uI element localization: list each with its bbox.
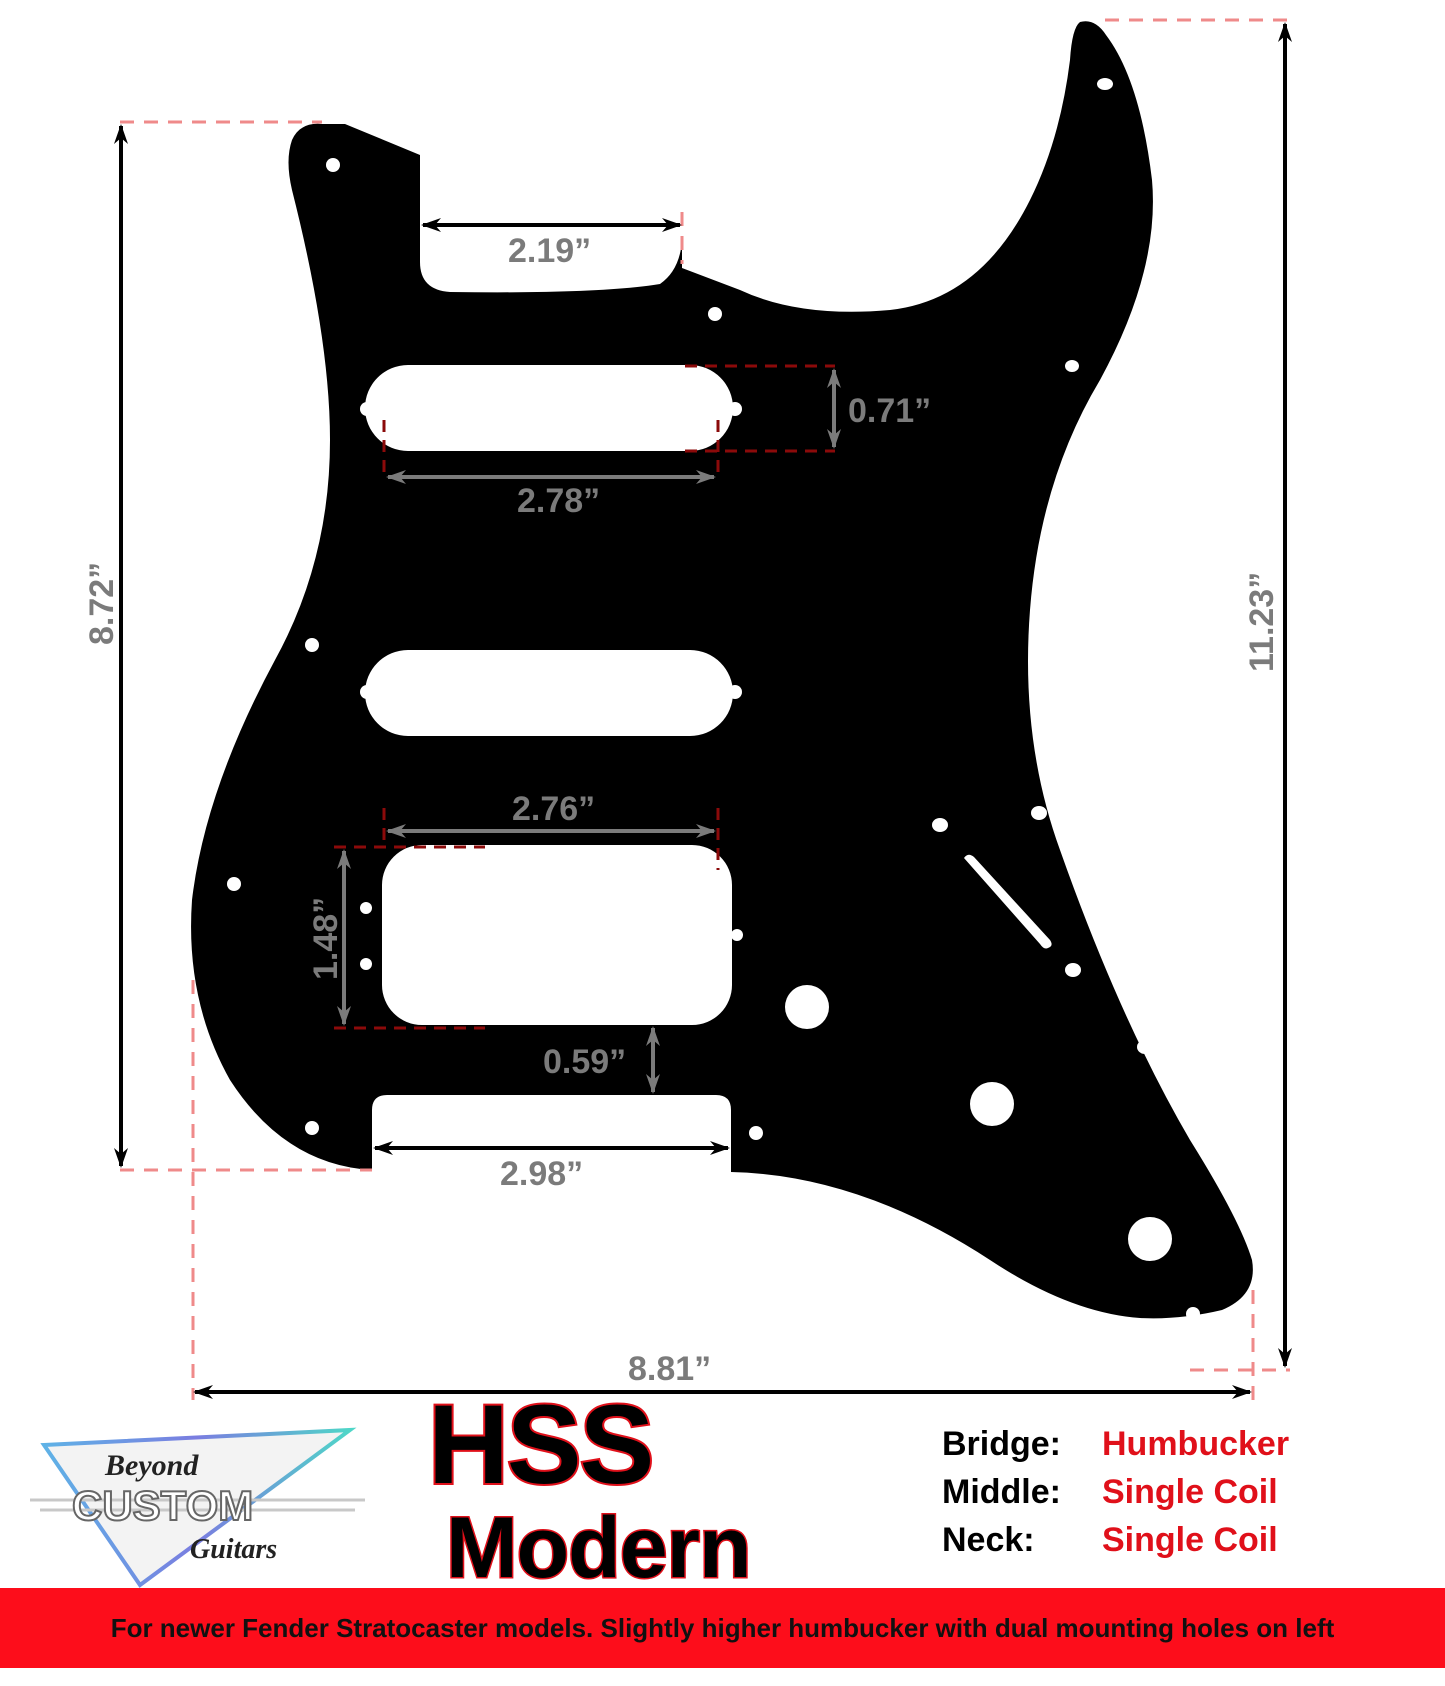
gray-dimension-arrows bbox=[337, 368, 841, 1094]
pickup-specs: Bridge: Humbucker Middle: Single Coil Ne… bbox=[942, 1420, 1289, 1564]
title-hss: HSS bbox=[426, 1382, 656, 1507]
dim-humbucker-length: 2.76” bbox=[512, 790, 595, 828]
spec-key: Middle: bbox=[942, 1473, 1061, 1511]
dim-single-coil-height: 0.71” bbox=[848, 392, 931, 430]
spec-bridge: Bridge: Humbucker bbox=[942, 1420, 1289, 1468]
mounting-holes bbox=[227, 78, 1200, 1321]
spec-value: Humbucker bbox=[1102, 1425, 1290, 1463]
spec-value: Single Coil bbox=[1102, 1521, 1278, 1559]
black-dimension-arrows bbox=[114, 22, 1292, 1399]
logo-custom: CUSTOM bbox=[72, 1482, 253, 1529]
spec-value: Single Coil bbox=[1102, 1473, 1278, 1511]
dim-total-height: 11.23” bbox=[1243, 572, 1281, 672]
beyond-custom-guitars-logo: Beyond CUSTOM Guitars bbox=[30, 1427, 365, 1588]
dim-neck-pocket-width: 2.19” bbox=[508, 232, 591, 270]
description-banner: For newer Fender Stratocaster models. Sl… bbox=[0, 1588, 1445, 1668]
extent-guides bbox=[120, 18, 1290, 1400]
banner-text: For newer Fender Stratocaster models. Sl… bbox=[110, 1612, 1335, 1643]
dim-single-coil-length: 2.78” bbox=[517, 482, 600, 520]
spec-key: Bridge: bbox=[942, 1425, 1061, 1463]
spec-key: Neck: bbox=[942, 1521, 1035, 1559]
dim-bridge-cutout-width: 2.98” bbox=[500, 1155, 583, 1193]
dim-left-height: 8.72” bbox=[83, 562, 121, 645]
dim-total-width: 8.81” bbox=[628, 1350, 711, 1388]
pickup-guides bbox=[334, 364, 835, 1030]
dim-humbucker-height: 1.48” bbox=[307, 897, 345, 980]
title-modern: Modern bbox=[445, 1500, 754, 1596]
spec-middle: Middle: Single Coil bbox=[942, 1468, 1289, 1516]
pot-holes bbox=[785, 985, 1172, 1261]
dim-humbucker-to-edge: 0.59” bbox=[543, 1043, 626, 1081]
logo-guitars: Guitars bbox=[190, 1534, 277, 1565]
spec-neck: Neck: Single Coil bbox=[942, 1516, 1289, 1564]
logo-beyond: Beyond bbox=[104, 1449, 199, 1482]
pickguard-body bbox=[191, 21, 1253, 1319]
